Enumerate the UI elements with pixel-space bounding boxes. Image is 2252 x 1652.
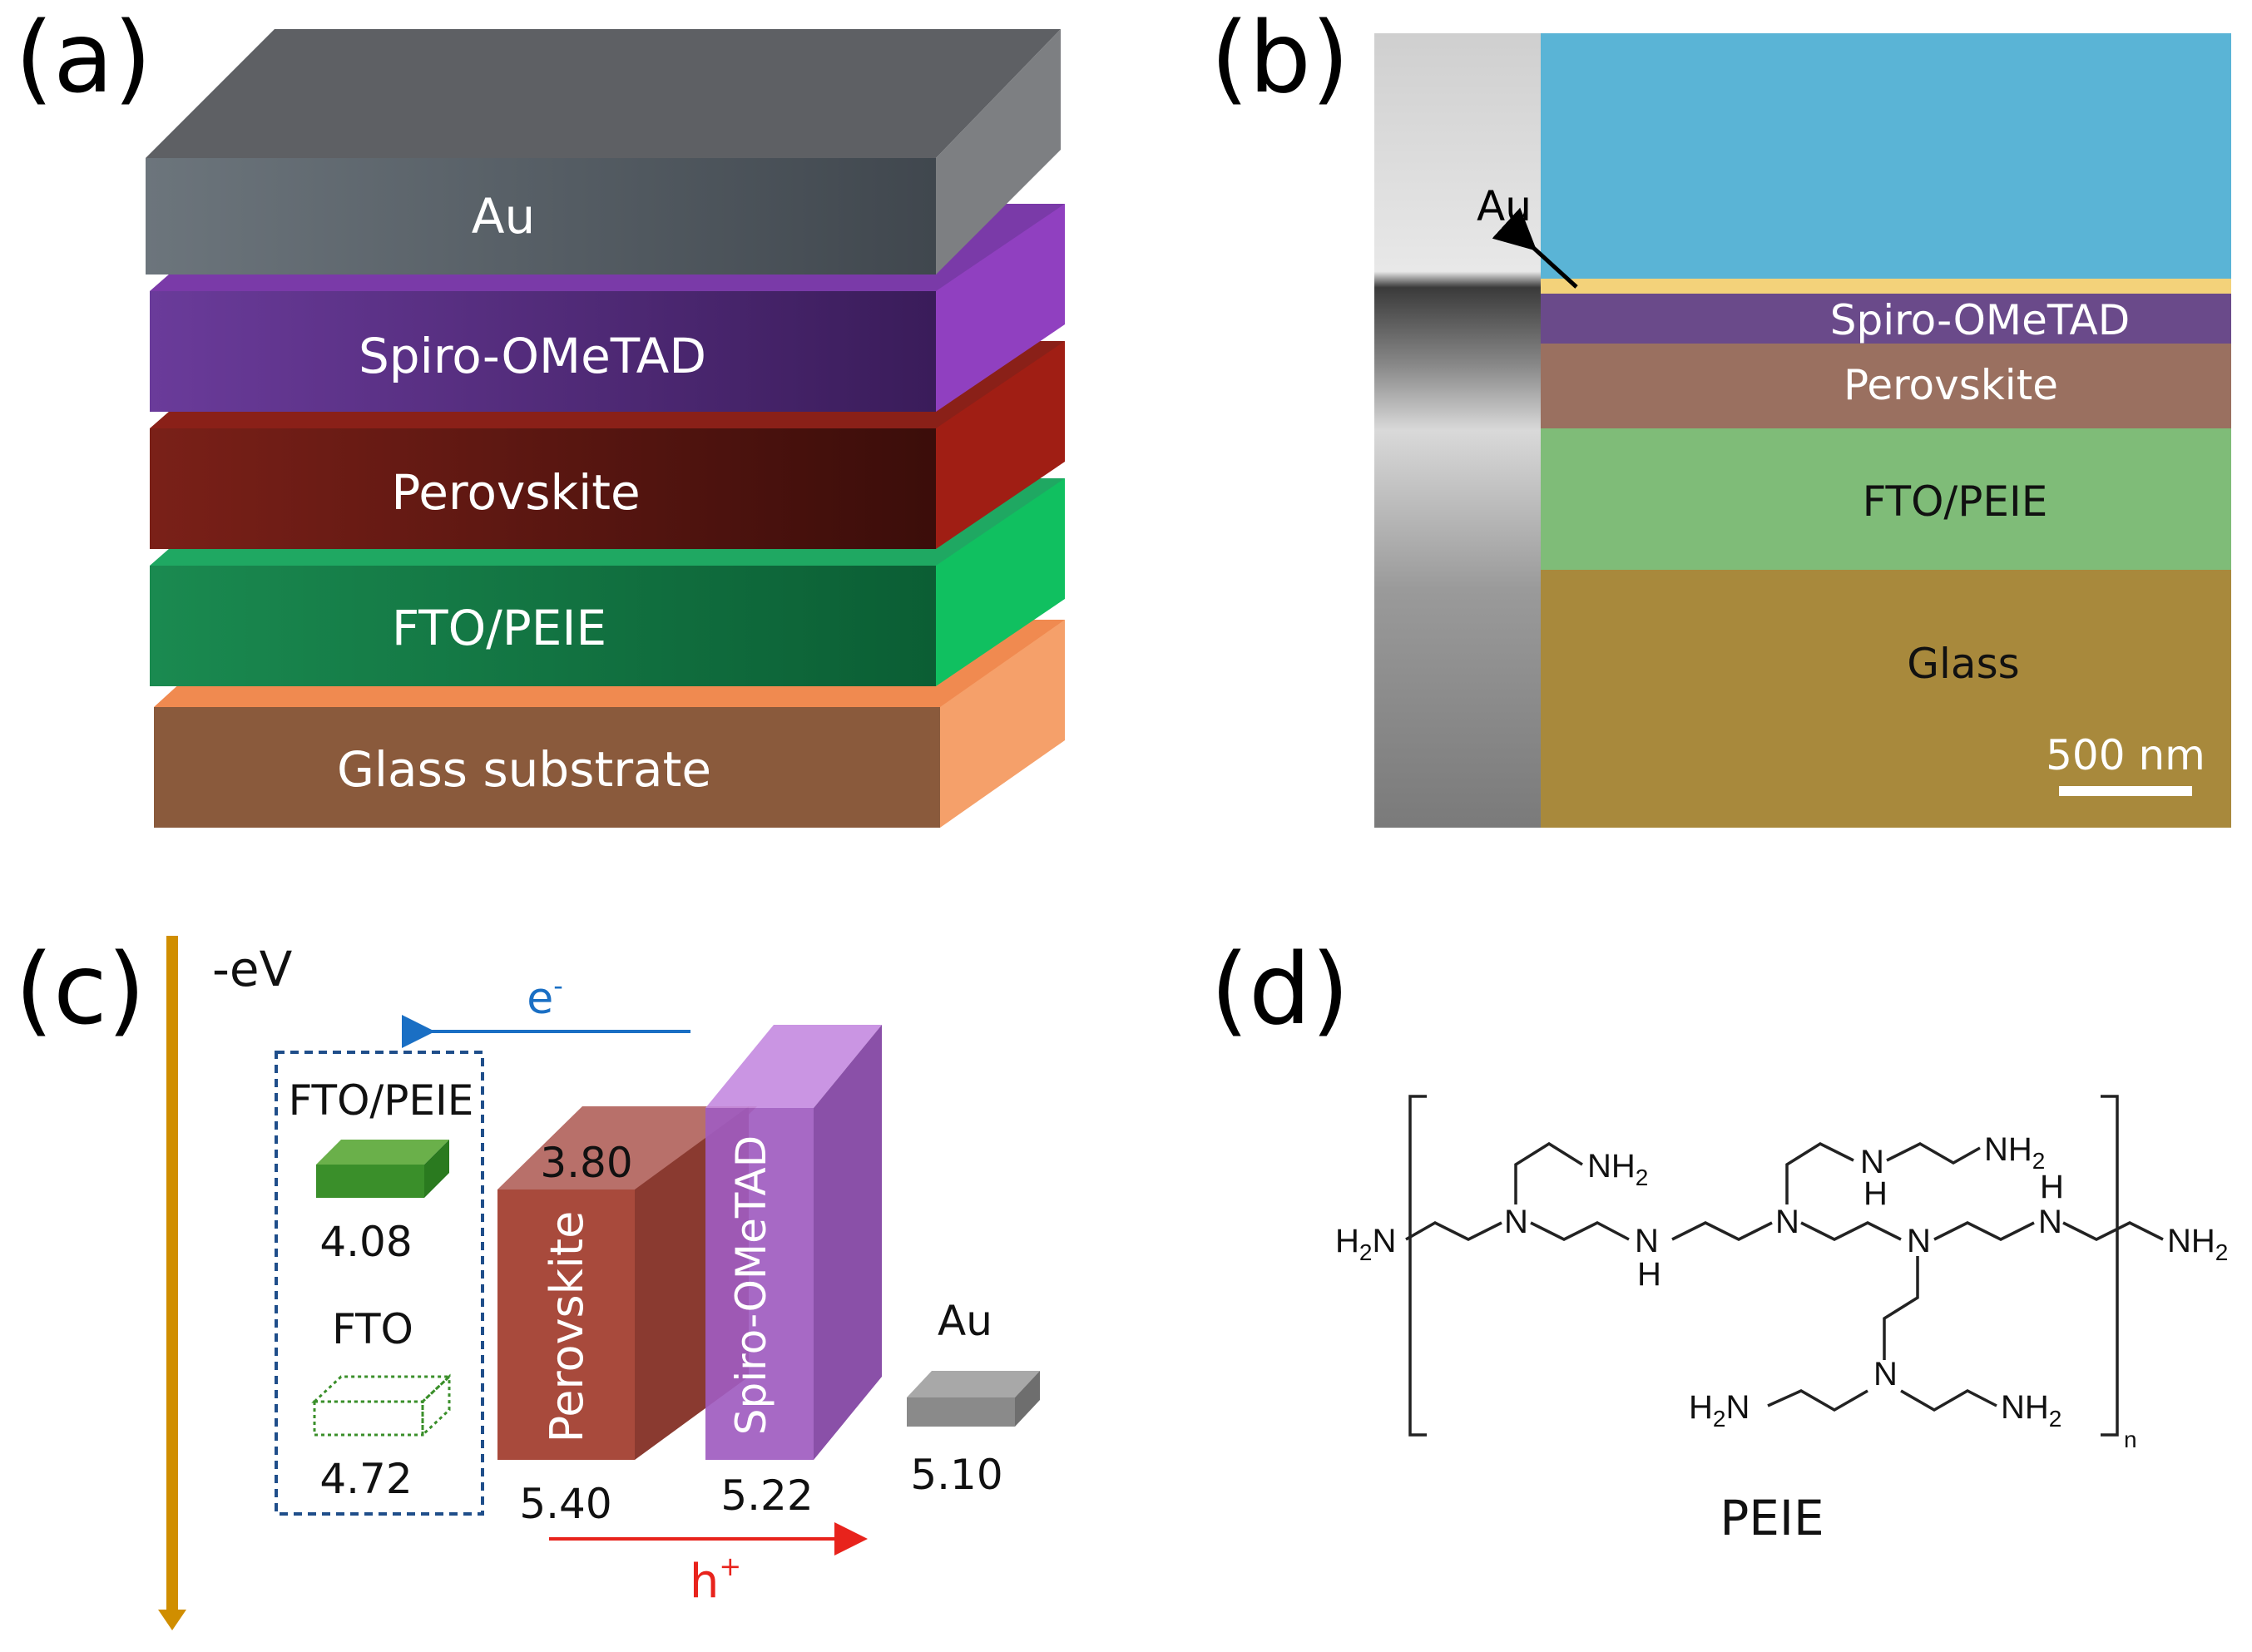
au-band-name: Au <box>938 1297 992 1345</box>
nh2-branch-2: NH2 <box>1984 1131 2045 1174</box>
panel-a: (a) Glass substrate FTO/PEIE Perovskite <box>15 0 1065 828</box>
n-atom-7: N <box>1873 1356 1898 1392</box>
energy-axis <box>166 936 178 1610</box>
sem-glass-label: Glass <box>1907 640 2019 688</box>
panel-b: (b) Au Spiro-OMeTAD Perovskite FTO/PEIE … <box>1210 0 2231 828</box>
sem-au-arrow <box>1492 207 1578 289</box>
fto-name: FTO <box>332 1305 413 1353</box>
panel-a-label: (a) <box>15 0 151 115</box>
sem-top-region <box>1541 33 2231 279</box>
h2n-end-left: H2N <box>1335 1223 1396 1265</box>
sem-spiro-label: Spiro-OMeTAD <box>1830 296 2130 344</box>
glass-label: Glass substrate <box>337 741 711 798</box>
peie-structure <box>1405 1095 2164 1437</box>
n-atom-2: N <box>1635 1223 1659 1259</box>
n-atom-3: N <box>1775 1204 1799 1240</box>
spiro-label: Spiro-OMeTAD <box>359 328 706 384</box>
sem-spiro-layer <box>1541 294 2231 344</box>
fto-comparison-box <box>275 1051 484 1516</box>
sem-au-label: Au <box>1477 182 1532 230</box>
panel-c: (c) -eV e- FTO/PEIE 4.08 FTO 4.72 <box>15 932 1040 1630</box>
sem-perovskite-layer <box>1541 344 2231 428</box>
hole-label: h+ <box>690 1551 741 1609</box>
au-label: Au <box>472 188 535 245</box>
sem-fto-layer <box>1541 428 2231 570</box>
energy-axis-arrowhead <box>158 1610 186 1630</box>
sem-fto-label: FTO/PEIE <box>1863 477 2048 526</box>
fto-peie-block <box>316 1140 449 1198</box>
sem-grayscale-strip <box>1374 33 1541 828</box>
repeat-unit-n: n <box>2124 1427 2137 1452</box>
nh2-branch-1: NH2 <box>1587 1148 1648 1190</box>
panel-d-label: (d) <box>1210 932 1349 1046</box>
nh2-end-right: NH2 <box>2167 1223 2228 1265</box>
spiro-homo: 5.22 <box>720 1471 813 1520</box>
n-atom-5: N <box>1907 1223 1931 1259</box>
h-atom-4: H <box>1863 1175 1888 1212</box>
perovskite-lumo: 3.80 <box>540 1139 632 1187</box>
h-atom-6: H <box>2040 1169 2064 1205</box>
h2n-branch-3: H2N <box>1689 1389 1750 1432</box>
energy-axis-label: -eV <box>212 941 293 997</box>
fto-peie-label: FTO/PEIE <box>392 600 606 656</box>
n-atom-1: N <box>1504 1204 1528 1240</box>
perovskite-homo: 5.40 <box>519 1480 611 1528</box>
sem-au-layer <box>1541 279 2231 294</box>
spiro-band-block <box>705 1025 882 1460</box>
nh2-branch-3: NH2 <box>2001 1389 2061 1432</box>
au-band-value: 5.10 <box>910 1451 1002 1499</box>
sem-perovskite-label: Perovskite <box>1844 361 2058 409</box>
sem-glass-layer <box>1541 570 2231 828</box>
perovskite-label: Perovskite <box>391 464 640 521</box>
scale-bar <box>2059 786 2192 796</box>
fto-peie-value: 4.08 <box>319 1218 412 1266</box>
fto-value: 4.72 <box>319 1455 412 1503</box>
panel-c-label: (c) <box>15 932 146 1046</box>
peie-atom-labels: H2N N NH2 N H N N H NH2 N H N NH2 N H2N … <box>1335 1131 2228 1452</box>
electron-label: e- <box>527 970 563 1024</box>
n-atom-6: N <box>2038 1204 2062 1240</box>
panel-b-label: (b) <box>1210 0 1349 115</box>
n-atom-4: N <box>1860 1144 1884 1180</box>
au-band-block <box>907 1371 1040 1427</box>
panel-d: (d) H2N N NH2 N <box>1210 932 2228 1546</box>
fto-peie-name: FTO/PEIE <box>289 1076 474 1125</box>
fto-block <box>311 1373 453 1438</box>
peie-caption: PEIE <box>1720 1490 1824 1546</box>
scale-bar-label: 500 nm <box>2046 731 2205 779</box>
perovskite-band-label: Perovskite <box>541 1211 593 1443</box>
h-atom-2: H <box>1637 1256 1661 1293</box>
layer-au: Au <box>146 29 1061 275</box>
spiro-band-label: Spiro-OMeTAD <box>727 1135 775 1435</box>
